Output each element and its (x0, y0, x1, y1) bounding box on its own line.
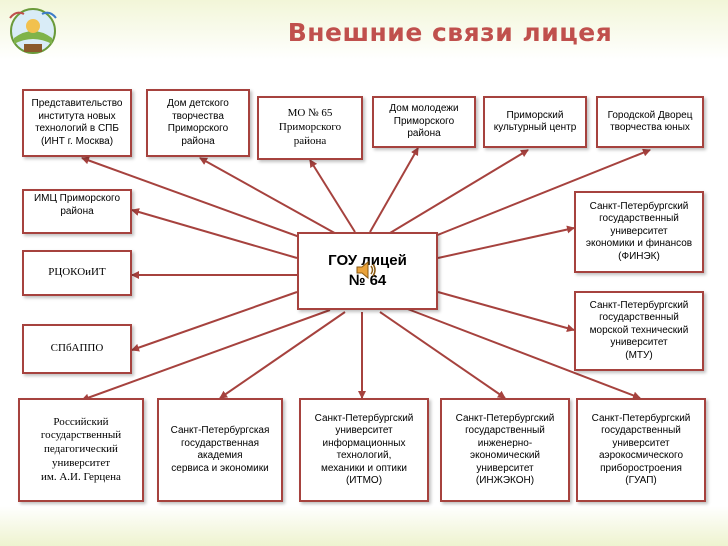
node-engecon-label: Санкт-Петербургский государственный инже… (455, 412, 555, 487)
arrow-top-3 (309, 159, 356, 233)
arrow-right-2 (437, 291, 575, 332)
node-children-creativity-house: Дом детского творчества Приморского райо… (146, 89, 250, 157)
node-mtu: Санкт-Петербургский государственный морс… (574, 291, 704, 371)
node-itmo-label: Санкт-Петербургский университет информац… (314, 412, 414, 487)
arrow-top-5 (384, 149, 529, 237)
header-band (0, 0, 728, 60)
node-rcokoit: РЦОКОиИТ (22, 250, 132, 296)
node-guap: Санкт-Петербургский государственный унив… (576, 398, 706, 502)
node-youth-palace-label: Городской Дворец творчества юных (607, 109, 693, 134)
arrow-bottom-4 (379, 311, 506, 399)
arrow-bottom-5 (404, 307, 641, 400)
node-int-moscow: Представительство института новых технол… (22, 89, 132, 157)
node-rcokoit-label: РЦОКОиИТ (48, 266, 106, 279)
school-emblem-icon (9, 8, 57, 54)
node-int-moscow-label: Представительство института новых технол… (31, 98, 123, 147)
arrow-bottom-1 (81, 309, 331, 402)
node-finec: Санкт-Петербургский государственный унив… (574, 191, 704, 273)
node-mtu-label: Санкт-Петербургский государственный морс… (589, 299, 689, 361)
node-spbappo: СПбАППО (22, 324, 132, 374)
arrow-left-1 (131, 208, 298, 259)
arrow-top-4 (369, 147, 419, 233)
node-culture-center: Приморский культурный центр (483, 96, 587, 148)
node-herzen-university-label: Российский государственный педагогически… (40, 415, 122, 483)
node-engecon: Санкт-Петербургский государственный инже… (440, 398, 570, 502)
node-finec-label: Санкт-Петербургский государственный унив… (585, 200, 693, 262)
arrow-top-1 (81, 156, 331, 249)
node-mo-65-label: МО № 65 Приморского района (278, 107, 342, 147)
footer-band (0, 506, 728, 546)
node-itmo: Санкт-Петербургский университет информац… (299, 398, 429, 502)
node-guap-label: Санкт-Петербургский государственный унив… (591, 412, 691, 487)
node-spbappo-label: СПбАППО (50, 342, 104, 355)
node-imc-label: ИМЦ Приморского района (33, 193, 121, 217)
node-service-academy-label: Санкт-Петербургская государственная акад… (170, 425, 270, 474)
node-service-academy: Санкт-Петербургская государственная акад… (157, 398, 283, 502)
arrow-right-1 (437, 225, 575, 259)
node-imc: ИМЦ Приморского района (22, 189, 132, 234)
node-children-creativity-house-label: Дом детского творчества Приморского райо… (167, 98, 229, 147)
arrow-top-6 (404, 148, 651, 249)
node-youth-house: Дом молодежи Приморского района (372, 96, 476, 148)
node-culture-center-label: Приморский культурный центр (493, 109, 577, 134)
arrow-top-2 (199, 157, 341, 237)
node-herzen-university: Российский государственный педагогически… (18, 398, 144, 502)
node-youth-palace: Городской Дворец творчества юных (596, 96, 704, 148)
node-mo-65: МО № 65 Приморского района (257, 96, 363, 160)
arrow-left-3 (131, 291, 298, 352)
node-youth-house-label: Дом молодежи Приморского района (389, 103, 459, 140)
arrow-bottom-2 (219, 311, 346, 399)
speaker-icon[interactable] (355, 259, 379, 281)
page-title: Внешние связи лицея (287, 18, 613, 47)
